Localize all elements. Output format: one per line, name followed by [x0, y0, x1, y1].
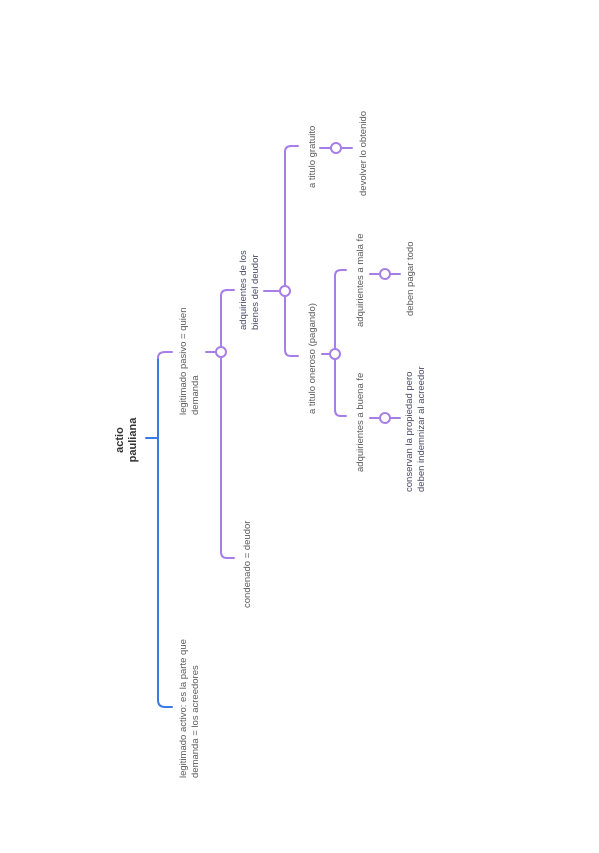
node-mala-fe: adquirientes a mala fe	[355, 234, 366, 327]
node-condenado: condenado = deudor	[242, 521, 253, 608]
svg-text:bienes del deudor: bienes del deudor	[250, 254, 261, 330]
svg-text:conservan la propiedad pero: conservan la propiedad pero	[404, 372, 415, 492]
svg-text:demanda = los acreedores: demanda = los acreedores	[190, 665, 201, 778]
node-dot-gratuito	[330, 142, 342, 154]
node-titulo-oneroso: a titulo oneroso (pagando)	[307, 303, 318, 414]
root-branch-bottom	[157, 699, 173, 708]
svg-text:adquirientes a mala fe: adquirientes a mala fe	[355, 234, 366, 327]
node-dot-malafe	[379, 268, 391, 280]
node-dot-oneroso	[329, 348, 341, 360]
svg-text:demanda: demanda	[190, 375, 201, 415]
root-title: actio pauliana	[114, 417, 139, 463]
node-dot-buenafe	[379, 412, 391, 424]
svg-text:legitimado activo: es la parte: legitimado activo: es la parte que	[178, 639, 189, 778]
node-conservan: conservan la propiedad pero deben indemn…	[404, 366, 427, 492]
node-adquirientes: adquirientes de los bienes del deudor	[238, 250, 261, 330]
node-titulo-gratuito: a titulo gratuito	[307, 126, 318, 188]
node-legitimado-activo: legitimado activo: es la parte que deman…	[178, 639, 201, 778]
svg-text:a titulo oneroso (pagando): a titulo oneroso (pagando)	[307, 303, 318, 414]
svg-text:legitimado pasivo = quien: legitimado pasivo = quien	[178, 308, 189, 415]
root-title-line-1: actio	[114, 427, 126, 453]
node-devolver: devolver lo obtenido	[358, 111, 369, 196]
node-dot-pasivo	[215, 346, 227, 358]
root-branch-top	[157, 351, 173, 359]
node-deben-pagar: deben pagar todo	[405, 242, 416, 316]
svg-text:adquirientes a buena fe: adquirientes a buena fe	[355, 373, 366, 472]
root-connectors	[145, 351, 173, 708]
root-title-line-2: pauliana	[127, 417, 139, 463]
svg-text:adquirientes de los: adquirientes de los	[238, 250, 249, 330]
node-dot-adquirientes	[279, 285, 291, 297]
svg-text:condenado = deudor: condenado = deudor	[242, 521, 253, 608]
svg-text:deben indemnizar al acreedor: deben indemnizar al acreedor	[416, 366, 427, 492]
svg-text:a titulo gratuito: a titulo gratuito	[307, 126, 318, 188]
node-buena-fe: adquirientes a buena fe	[355, 373, 366, 472]
svg-text:deben pagar todo: deben pagar todo	[405, 242, 416, 316]
node-legitimado-pasivo: legitimado pasivo = quien demanda	[178, 308, 201, 415]
svg-text:devolver lo obtenido: devolver lo obtenido	[358, 111, 369, 196]
sub-connectors	[205, 145, 401, 559]
node-circles	[215, 142, 391, 424]
